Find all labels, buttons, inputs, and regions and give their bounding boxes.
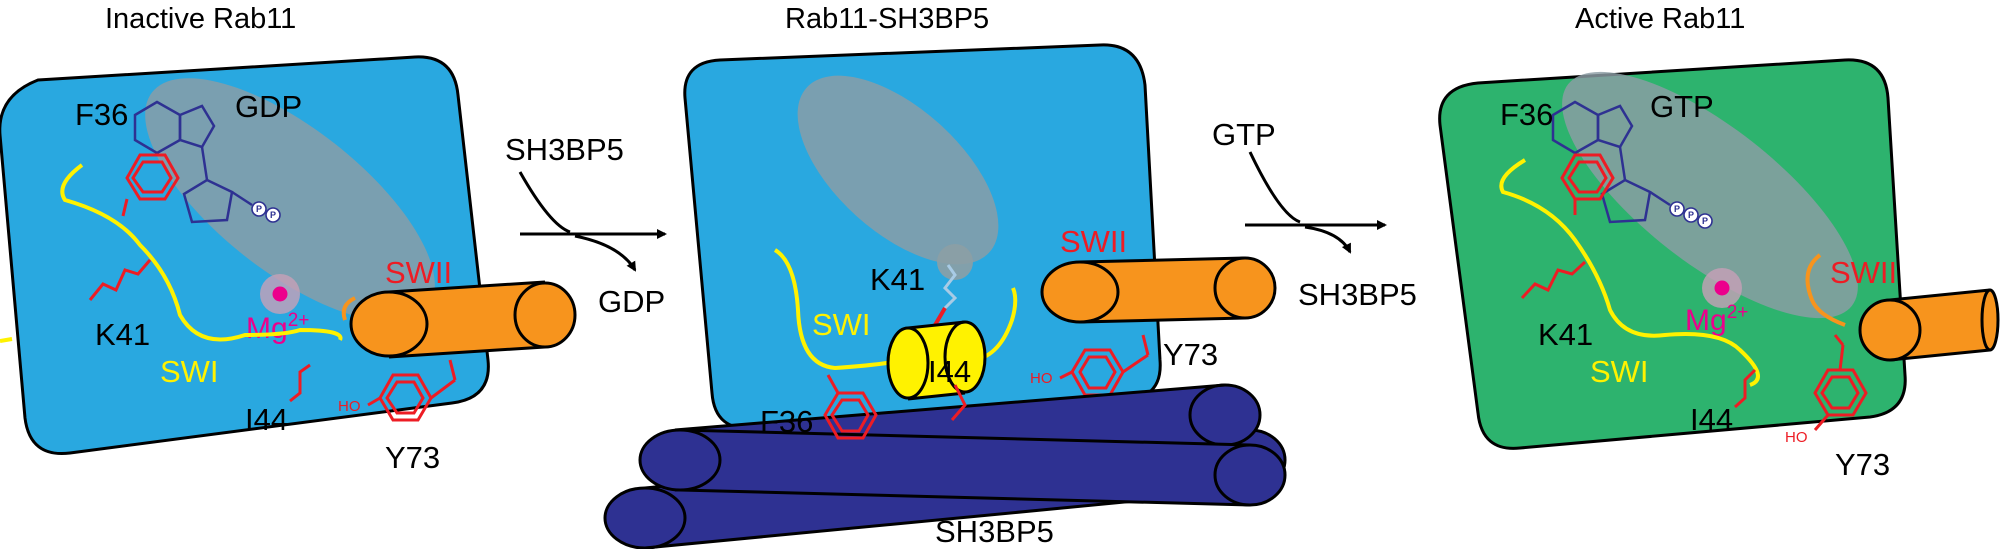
rab11-sh3bp5-panel: Rab11-SH3BP5 K41 SWI I44 SWII: [603, 3, 1287, 549]
switch-i-tail: [0, 337, 13, 343]
i44-label-complex: I44: [928, 354, 971, 389]
magnesium-ion-icon-active: [1714, 280, 1730, 296]
rab11-body-active: [1438, 58, 1907, 450]
arrow-2-output-label: SH3BP5: [1298, 277, 1417, 312]
f36-label: F36: [75, 97, 128, 132]
swi-label-complex: SWI: [812, 307, 871, 342]
swii-label-complex: SWII: [1060, 224, 1127, 259]
f36-benzene-icon-complex: [823, 374, 878, 440]
i44-isoleucine-icon: [289, 363, 311, 403]
y73-hydroxyl-label-active: HO: [1785, 429, 1808, 446]
switch-i-loop-active: [1499, 158, 1760, 387]
switch-ii-loop-active: [1805, 253, 1846, 327]
y73-label-complex: Y73: [1163, 337, 1218, 372]
swi-label-active: SWI: [1590, 354, 1649, 389]
i44-isoleucine-icon-active: [1733, 368, 1757, 409]
switch-ii-loop: [341, 296, 356, 321]
nucleotide-pocket-active: [1562, 71, 1858, 319]
switch-ii-helix-active: [1858, 288, 2000, 362]
f36-benzene-icon: [121, 153, 180, 217]
magnesium-label-active: Mg2+: [1685, 302, 1748, 337]
f36-label-complex: F36: [760, 404, 813, 439]
f36-label-active: F36: [1500, 97, 1553, 132]
arrow-2-input-label: GTP: [1212, 117, 1276, 152]
nucleotide-label-active: GTP: [1650, 89, 1714, 124]
inactive-panel-title: Inactive Rab11: [105, 3, 296, 35]
k41-lysine-icon-active: [1520, 260, 1587, 300]
active-rab11-panel: Active Rab11 GTP Mg2+ F36 K41 SWI I44 SW…: [1438, 3, 2000, 482]
reactant-in-curve-1: [518, 171, 571, 234]
switch-i-helix: [886, 320, 987, 401]
f36-benzene-icon-active: [1560, 153, 1615, 215]
nucleotide-label: GDP: [235, 89, 302, 124]
k41-contact-circle: [937, 244, 973, 280]
k41-lysine-icon: [88, 259, 152, 301]
magnesium-label: Mg2+: [246, 310, 309, 345]
product-out-curve-2: [1304, 225, 1352, 254]
y73-hydroxyl-label-complex: HO: [1030, 370, 1053, 387]
k41-label: K41: [95, 317, 150, 352]
switch-i-loop: [60, 163, 343, 342]
y73-hydroxyl-label: HO: [338, 398, 361, 415]
inactive-rab11-panel: Inactive Rab11 GDP Mg2+ F36 K41 SWI I44 …: [0, 3, 577, 475]
swii-label-active: SWII: [1830, 255, 1897, 290]
product-out-curve-1: [574, 234, 637, 272]
i44-isoleucine-icon-complex: [950, 384, 967, 421]
arrow-1-output-label: GDP: [598, 284, 665, 319]
y73-tyrosine-icon-active: [1813, 334, 1868, 431]
empty-nucleotide-pocket: [797, 75, 999, 265]
k41-label-complex: K41: [870, 262, 925, 297]
switch-ii-helix-complex: [1040, 256, 1277, 324]
arrow-2-exchange: GTP SH3BP5: [1212, 117, 1417, 312]
complex-panel-title: Rab11-SH3BP5: [785, 3, 989, 35]
sh3bp5-label: SH3BP5: [935, 514, 1054, 549]
y73-label: Y73: [385, 440, 440, 475]
switch-ii-helix: [349, 280, 577, 359]
arrow-1-exchange: SH3BP5 GDP: [505, 132, 667, 319]
sh3bp5-coiled-coil: [603, 383, 1287, 549]
i44-label: I44: [245, 402, 288, 437]
k41-side-chain-pale: [943, 264, 958, 310]
nucleotide-pocket: [145, 78, 435, 322]
y73-label-active: Y73: [1835, 447, 1890, 482]
swii-label: SWII: [385, 255, 452, 290]
k41-side-chain-red: [933, 306, 947, 327]
i44-label-active: I44: [1690, 402, 1733, 437]
magnesium-ion-icon: [272, 286, 288, 302]
swi-label: SWI: [160, 354, 219, 389]
active-panel-title: Active Rab11: [1575, 3, 1745, 35]
arrow-1-input-label: SH3BP5: [505, 132, 624, 167]
k41-label-active: K41: [1538, 317, 1593, 352]
y73-tyrosine-icon: [367, 359, 457, 422]
reactant-in-curve-2: [1248, 151, 1301, 224]
